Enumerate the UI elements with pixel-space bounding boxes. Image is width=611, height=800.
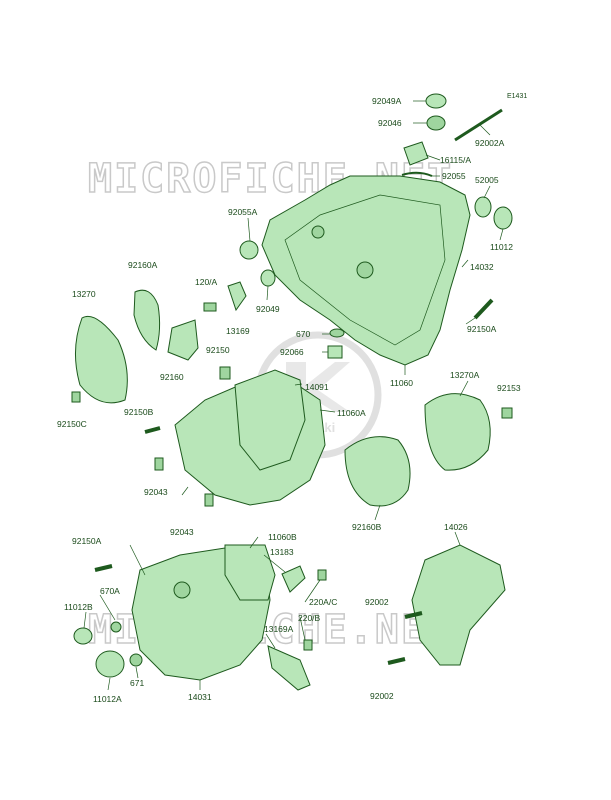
cover-92160 bbox=[167, 319, 199, 361]
part-label: 11060B bbox=[268, 532, 297, 542]
part-label: 11012A bbox=[93, 694, 122, 704]
oring-670 bbox=[329, 328, 345, 338]
part-label: 92160B bbox=[352, 522, 382, 532]
part-label: 92066 bbox=[280, 347, 304, 357]
cover-13270a bbox=[424, 393, 513, 471]
bolt-92150 bbox=[219, 366, 231, 380]
oring-671 bbox=[129, 653, 143, 667]
gasket-11060b bbox=[224, 544, 276, 601]
plug-11012a bbox=[95, 650, 125, 678]
part-label: 92002 bbox=[370, 691, 394, 701]
part-label: 14091 bbox=[305, 382, 329, 392]
seal-92049a bbox=[425, 93, 447, 109]
cover-92160a bbox=[133, 289, 161, 351]
oring-92055a bbox=[239, 240, 259, 260]
part-label: 14032 bbox=[470, 262, 494, 272]
bolt-92150c bbox=[71, 391, 81, 403]
part-label: 13183 bbox=[270, 547, 294, 557]
cover-92160b bbox=[344, 436, 411, 507]
guards-left bbox=[71, 281, 247, 404]
diagram-code: E1431 bbox=[507, 93, 527, 100]
bracket-13183 bbox=[281, 565, 306, 593]
part-label: 11012B bbox=[64, 602, 93, 612]
part-label: 120/A bbox=[195, 277, 218, 287]
part-label: 92049 bbox=[256, 304, 280, 314]
part-label: 92002A bbox=[475, 138, 505, 148]
part-label: 92150C bbox=[57, 419, 87, 429]
part-label: 16115/A bbox=[440, 155, 471, 165]
part-label: 92055 bbox=[442, 171, 466, 181]
plug-92066 bbox=[327, 345, 343, 359]
dowel-92043a bbox=[154, 457, 164, 471]
guard-13270 bbox=[74, 315, 128, 404]
part-label: 92150 bbox=[206, 345, 230, 355]
bearing-92046 bbox=[426, 115, 446, 131]
part-label: 11012 bbox=[490, 242, 513, 252]
seal-11012 bbox=[493, 206, 513, 230]
part-label: 92049A bbox=[372, 96, 402, 106]
breather-16115a bbox=[403, 141, 429, 166]
part-label: 671 bbox=[130, 678, 144, 688]
part-label: 13169A bbox=[264, 624, 294, 634]
part-labels: 92049A 92046 92002A 16115/A 92055 52005 … bbox=[57, 96, 521, 704]
cover-14026 bbox=[411, 544, 506, 666]
part-label: 13270 bbox=[72, 289, 96, 299]
part-label: 92043 bbox=[170, 527, 194, 537]
cover-14031-assembly bbox=[73, 544, 327, 691]
part-label: 92043 bbox=[144, 487, 168, 497]
bracket-13169a bbox=[267, 645, 311, 691]
part-label: 13270A bbox=[450, 370, 480, 380]
part-label: 52005 bbox=[475, 175, 499, 185]
part-label: 92002 bbox=[365, 597, 389, 607]
part-label: 13169 bbox=[226, 326, 250, 336]
part-label: 92150B bbox=[124, 407, 154, 417]
part-label: 92153 bbox=[497, 383, 521, 393]
part-label: 92055A bbox=[228, 207, 258, 217]
cover-14091-assembly bbox=[144, 369, 411, 507]
bolt-120a bbox=[203, 302, 217, 312]
cover-14032-assembly bbox=[239, 93, 513, 366]
cover-14091 bbox=[234, 369, 306, 471]
part-label: 14026 bbox=[444, 522, 468, 532]
part-label: 670 bbox=[296, 329, 310, 339]
part-label: 92160 bbox=[160, 372, 184, 382]
part-label: 220/B bbox=[298, 613, 321, 623]
seal-52005 bbox=[474, 196, 492, 218]
part-label: 220A/C bbox=[309, 597, 337, 607]
leader-lines bbox=[83, 100, 504, 691]
part-label: 92150A bbox=[72, 536, 102, 546]
part-label: 11060 bbox=[390, 378, 413, 388]
part-label: 92150A bbox=[467, 324, 497, 334]
part-label: 670A bbox=[100, 586, 120, 596]
dowel-92043b bbox=[204, 493, 214, 507]
bolt-220ac bbox=[317, 569, 327, 581]
cover-14026-assembly bbox=[387, 544, 506, 666]
part-label: 92160A bbox=[128, 260, 158, 270]
oring-92049 bbox=[260, 269, 276, 287]
part-label: 11060A bbox=[337, 408, 366, 418]
oring-670a bbox=[110, 621, 122, 633]
bolt-92153 bbox=[501, 407, 513, 419]
part-label: 14031 bbox=[188, 692, 212, 702]
part-label: 92046 bbox=[378, 118, 402, 128]
bracket-13169 bbox=[227, 281, 247, 312]
plug-11012b bbox=[73, 627, 93, 645]
bolt-220b bbox=[303, 639, 313, 651]
